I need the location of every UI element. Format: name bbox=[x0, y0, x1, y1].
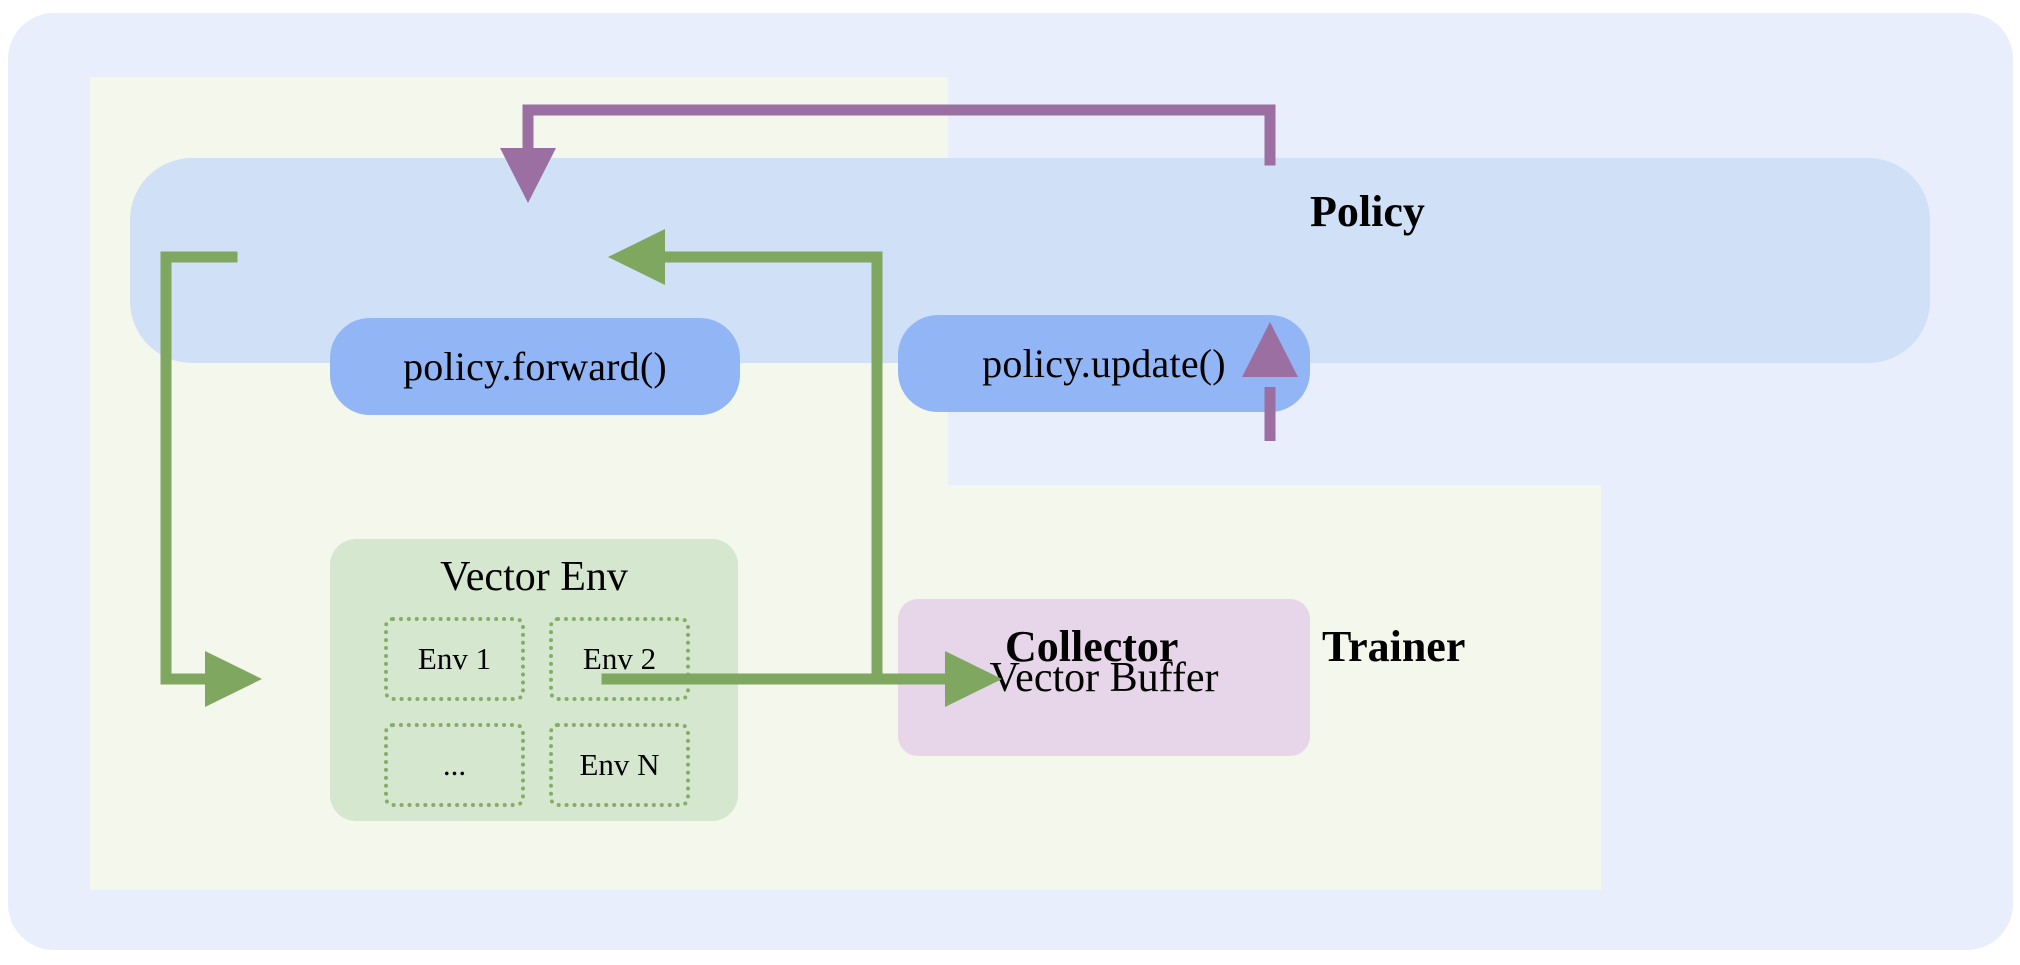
env-grid: Env 1 Env 2 ... Env N bbox=[384, 617, 690, 807]
env-cell[interactable]: ... bbox=[384, 723, 525, 807]
policy-container: policy.forward() policy.update() Vector … bbox=[130, 158, 1930, 821]
env-cell[interactable]: Env 1 bbox=[384, 617, 525, 701]
trainer-label: Trainer bbox=[1322, 622, 1466, 671]
policy-label: Policy bbox=[1310, 187, 1425, 236]
collector-label: Collector bbox=[1005, 622, 1179, 671]
env-cell[interactable]: Env N bbox=[549, 723, 690, 807]
vector-env-title: Vector Env bbox=[440, 554, 628, 600]
node-policy-update[interactable]: policy.update() bbox=[898, 315, 1310, 412]
collector-container-lower bbox=[90, 485, 1601, 890]
env-cell[interactable]: Env 2 bbox=[549, 617, 690, 701]
node-policy-forward[interactable]: policy.forward() bbox=[330, 318, 740, 415]
node-vector-env[interactable]: Vector Env Env 1 Env 2 ... Env N bbox=[330, 539, 738, 821]
